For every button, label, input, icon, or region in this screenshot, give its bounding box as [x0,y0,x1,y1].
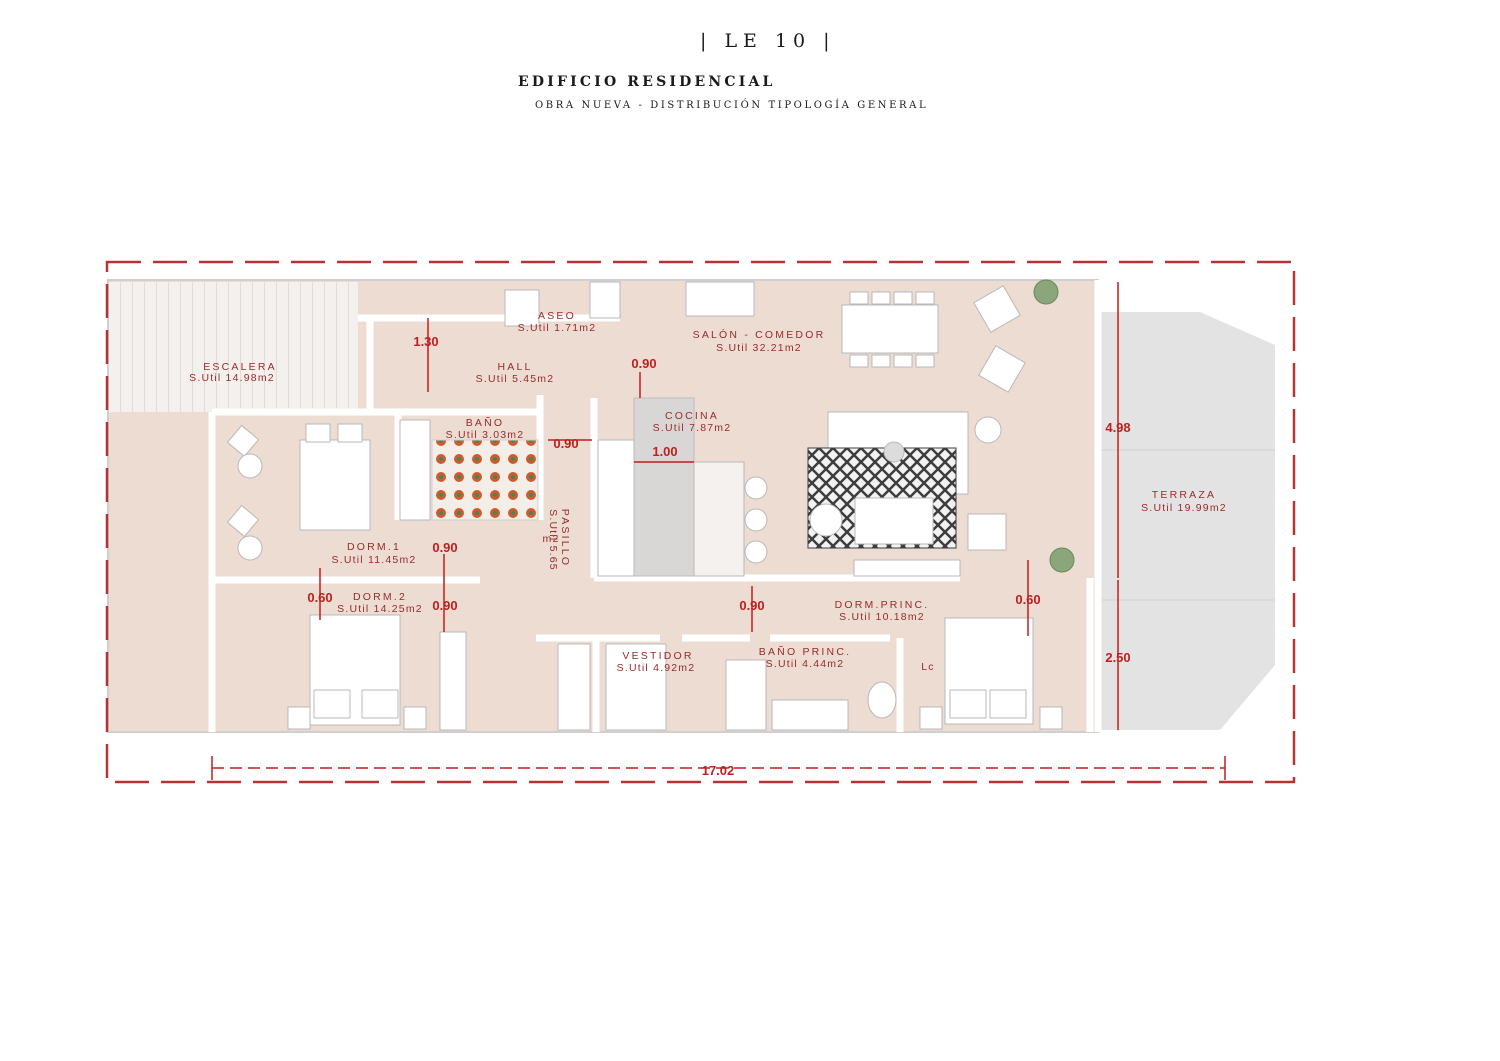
room-cocina-name: COCINA [665,410,719,422]
dim-dorm2-depth: 0.60 [307,590,332,605]
room-hall-area: S.Util 5.45m2 [476,373,555,385]
room-pasillo-area: S.Util 5.65 [547,509,559,571]
room-lc-label: Lc [921,661,935,673]
dim-kitchen-width: 1.00 [652,444,677,459]
furniture [226,279,1075,731]
room-salon-name: SALÓN - COMEDOR [693,328,826,341]
plot-boundary [105,260,1296,784]
dim-princ-depth: 0.60 [1015,592,1040,607]
room-terraza-name: TERRAZA [1152,489,1216,501]
room-cocina-area: S.Util 7.87m2 [653,422,732,434]
room-hall-name: HALL [497,361,532,373]
room-aseo-name: ASEO [538,310,576,322]
room-terraza-area: S.Util 19.99m2 [1141,502,1227,514]
room-salon-area: S.Util 32.21m2 [716,342,802,354]
room-dorm-princ-area: S.Util 10.18m2 [839,611,925,623]
room-escalera-name: ESCALERA [203,361,277,373]
dim-salon-door: 0.90 [631,356,656,371]
dim-total-length: 17.02 [702,763,735,778]
room-vestidor-name: VESTIDOR [622,650,693,662]
page-title: EDIFICIO RESIDENCIAL [518,74,776,90]
room-dorm2-area: S.Util 14.25m2 [337,603,423,615]
room-dorm1-area: S.Util 11.45m2 [332,554,417,566]
room-dorm1-name: DORM.1 [347,541,401,553]
room-bano-princ-area: S.Util 4.44m2 [766,658,845,670]
room-bano-princ-name: BAÑO PRINC. [759,645,851,658]
dim-dorm2-door: 0.90 [432,598,457,613]
dimension-lines [211,282,1226,780]
terraza-floor [1100,312,1275,730]
room-aseo-area: S.Util 1.71m2 [518,322,597,334]
brand-logo: | LE 10 | [700,30,836,52]
room-pasillo-unit: m2 [543,533,560,545]
room-pasillo-name: PASILLO [559,509,571,567]
room-dorm-princ-name: DORM.PRINC. [835,599,930,611]
dim-terrace-lower: 2.50 [1105,650,1130,665]
dim-pasillo-door: 0.90 [739,598,764,613]
room-escalera-area: S.Util 14.98m2 [189,372,275,384]
dim-hall-depth: 1.30 [413,334,438,349]
room-vestidor-area: S.Util 4.92m2 [617,662,696,674]
room-bano-name: BAÑO [466,416,505,429]
dim-bath-door: 0.90 [553,436,578,451]
dim-dorm1-door: 0.90 [432,540,457,555]
dim-terrace-upper: 4.98 [1105,420,1130,435]
page-subtitle: OBRA NUEVA - DISTRIBUCIÓN TIPOLOGÍA GENE… [535,100,929,111]
walls [107,279,1102,733]
room-bano-area: S.Util 3.03m2 [446,429,525,441]
room-dorm2-name: DORM.2 [353,591,407,603]
